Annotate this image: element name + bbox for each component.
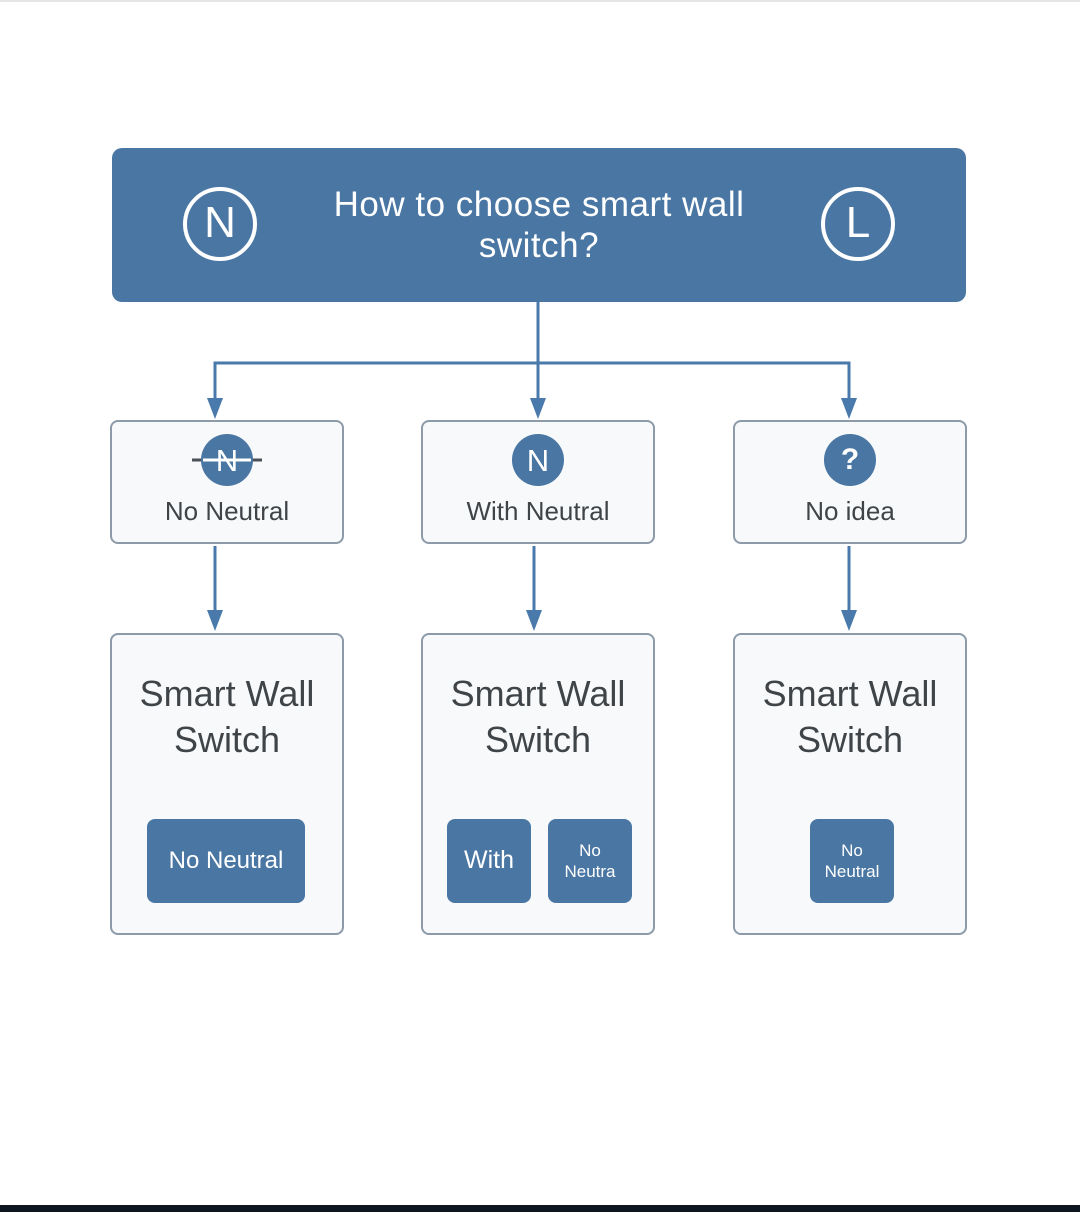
- question-mark-icon: ?: [824, 434, 876, 486]
- with-neutral-icon: N: [512, 434, 564, 486]
- n-letter-icon: N: [512, 434, 564, 486]
- no-neutral-tag: No Neutral: [147, 819, 305, 903]
- neutral-wire-badge: N: [183, 187, 257, 261]
- connector-options-to-results: [207, 546, 857, 631]
- bottom-bar: [0, 1205, 1080, 1212]
- live-wire-badge-letter: L: [845, 198, 871, 247]
- page-title-line1: How to choose smart wall: [333, 185, 745, 224]
- header-banner: N How to choose smart wall switch? L: [112, 148, 966, 302]
- page-title: How to choose smart wall switch?: [334, 184, 745, 266]
- option-label: No Neutral: [164, 496, 290, 526]
- result-card-with-neutral: Smart Wall Switch With No Neutra: [421, 633, 655, 935]
- option-card-no-idea: ? No idea: [733, 420, 967, 544]
- result-card-no-idea: Smart Wall Switch No Neutral: [733, 633, 967, 935]
- option-label: No idea: [805, 496, 895, 526]
- question-glyph: ?: [824, 434, 876, 486]
- top-divider: [0, 0, 1080, 2]
- result-title: Smart Wall Switch: [139, 673, 315, 760]
- option-card-with-neutral: N With Neutral: [421, 420, 655, 544]
- n-letter-icon: N: [201, 434, 253, 486]
- no-neutral-tag: No Neutra: [548, 819, 632, 903]
- live-wire-badge: L: [821, 187, 895, 261]
- result-title: Smart Wall Switch: [450, 673, 626, 760]
- no-neutral-tag: No Neutral: [810, 819, 894, 903]
- no-neutral-crossed-icon: N: [201, 434, 253, 486]
- option-label: With Neutral: [466, 496, 610, 526]
- connector-header-branch: [207, 302, 857, 419]
- page-title-line2: switch?: [478, 226, 600, 265]
- result-card-no-neutral: Smart Wall Switch No Neutral: [110, 633, 344, 935]
- result-title: Smart Wall Switch: [762, 673, 938, 760]
- neutral-wire-badge-letter: N: [204, 198, 236, 247]
- option-card-no-neutral: N No Neutral: [110, 420, 344, 544]
- with-tag: With: [447, 819, 531, 903]
